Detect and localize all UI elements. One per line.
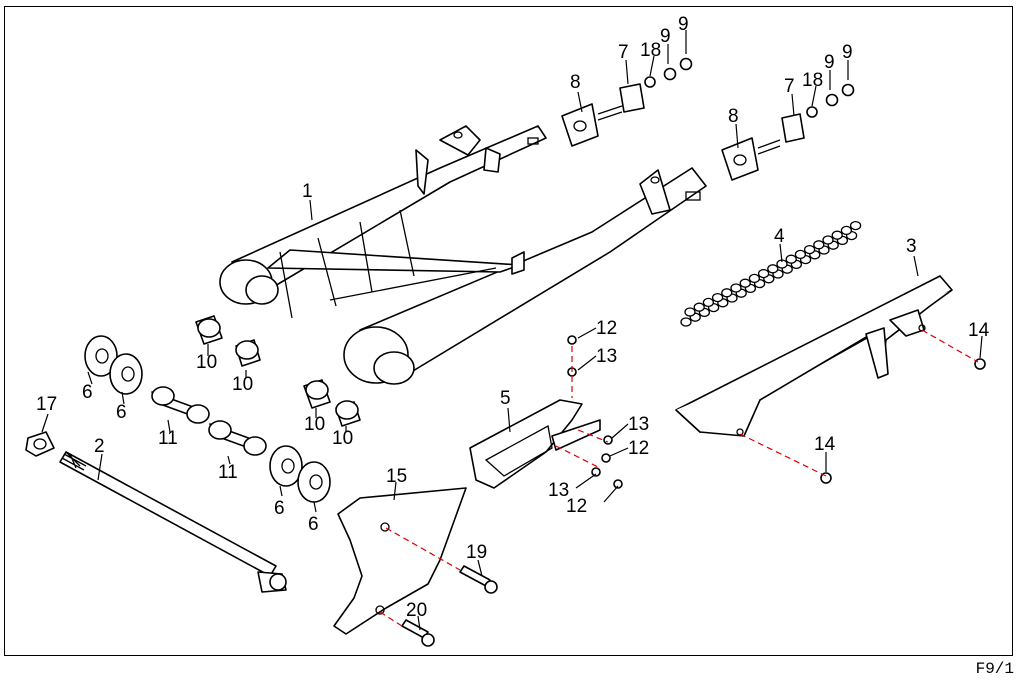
- chain-adjuster-right: [721, 83, 855, 181]
- callout-labels: 1 2 3 4 5 6 6 6 6 7 7 8 8 9 9 9 9 10 10 …: [36, 14, 990, 621]
- callout-13a: 13: [596, 346, 617, 367]
- callout-6c: 6: [274, 498, 285, 519]
- callout-8b: 8: [728, 106, 739, 127]
- chain-link: [767, 264, 779, 274]
- callout-12b: 12: [628, 438, 649, 459]
- leader-lines: [41, 30, 983, 631]
- callout-2: 2: [94, 436, 105, 457]
- pivot-shaft: [59, 451, 287, 593]
- chain-link: [831, 230, 843, 240]
- chain-link: [702, 297, 715, 308]
- callout-6d: 6: [308, 514, 319, 535]
- callout-18b: 18: [802, 70, 823, 91]
- chain-link: [785, 254, 797, 264]
- chain-link: [840, 225, 853, 236]
- chain-link: [711, 292, 724, 303]
- callout-7a: 7: [618, 42, 629, 63]
- mounting-bracket: [333, 487, 467, 635]
- callout-10d: 10: [332, 428, 353, 449]
- callout-9c: 9: [842, 42, 853, 63]
- chain-link: [849, 220, 862, 231]
- callout-10a: 10: [196, 352, 217, 373]
- callout-1: 1: [302, 181, 313, 202]
- chain-link: [794, 249, 807, 260]
- swingarm: [219, 125, 707, 385]
- callout-11b: 11: [218, 462, 238, 483]
- callout-6b: 6: [116, 402, 127, 423]
- drive-chain: [680, 220, 862, 327]
- chain-link: [803, 244, 816, 255]
- callout-17: 17: [36, 394, 57, 415]
- callout-13b: 13: [628, 414, 649, 435]
- callout-11a: 11: [158, 428, 178, 449]
- callout-6a: 6: [82, 382, 93, 403]
- chain-link: [813, 240, 825, 250]
- callout-12a: 12: [596, 318, 617, 339]
- bolts: [401, 335, 986, 647]
- callout-10c: 10: [304, 414, 325, 435]
- diagram-frame: [4, 6, 1013, 656]
- callout-5: 5: [500, 388, 511, 409]
- chain-link: [757, 268, 770, 279]
- callout-8a: 8: [570, 72, 581, 93]
- chain-link: [693, 302, 705, 312]
- chain-slider: [469, 399, 601, 489]
- callout-19: 19: [466, 542, 487, 563]
- callout-9a: 9: [678, 14, 689, 35]
- callout-9b: 9: [660, 26, 671, 47]
- callout-9d: 9: [824, 52, 835, 73]
- chain-link: [684, 307, 696, 317]
- chain-guard: [675, 275, 953, 437]
- assembly-centerlines: [379, 329, 979, 627]
- pivot-nut: [25, 431, 55, 457]
- chain-link: [680, 317, 692, 327]
- callout-14b: 14: [814, 434, 836, 455]
- callout-10b: 10: [232, 374, 253, 395]
- callout-12c: 12: [566, 496, 587, 517]
- callout-13c: 13: [548, 480, 569, 501]
- chain-link: [721, 288, 733, 298]
- callout-4: 4: [774, 226, 785, 247]
- chain-link: [822, 235, 834, 245]
- page-code: F9/1: [975, 660, 1014, 678]
- chain-link: [730, 283, 742, 293]
- collars-and-bushes: [84, 315, 361, 503]
- callout-14a: 14: [968, 320, 990, 341]
- callout-15: 15: [386, 466, 407, 487]
- chain-link: [748, 273, 761, 284]
- callout-20: 20: [406, 600, 427, 621]
- callout-3: 3: [906, 236, 917, 257]
- callout-18a: 18: [640, 40, 661, 61]
- chain-link: [739, 278, 751, 288]
- chain-adjuster-left: [561, 57, 693, 147]
- callout-7b: 7: [784, 76, 795, 97]
